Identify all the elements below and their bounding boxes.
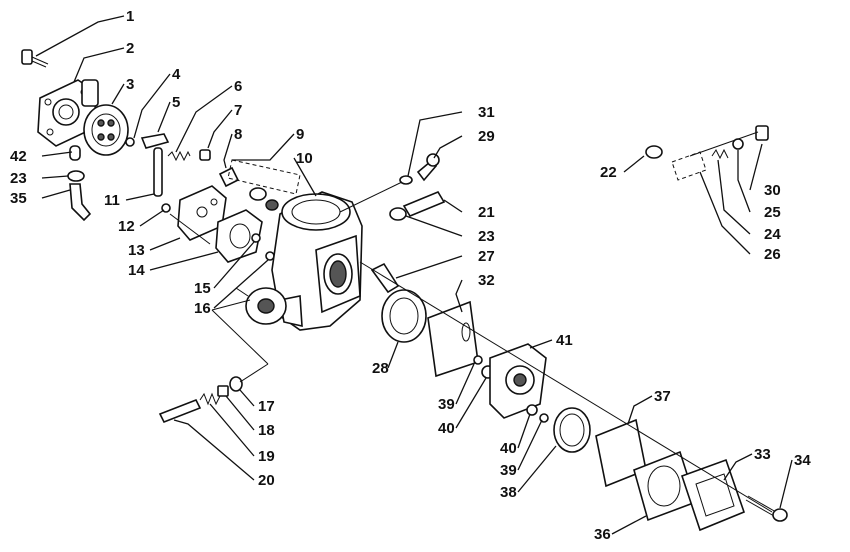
part-screw-30 <box>755 125 769 141</box>
part-pump-cover-2 <box>37 79 99 147</box>
callout-20: 20 <box>258 472 275 489</box>
part-cable-end-20 <box>158 398 202 424</box>
part-spring-19 <box>199 392 221 406</box>
part-jet-29 <box>416 153 440 182</box>
callout-37: 37 <box>654 388 671 405</box>
callout-31: 31 <box>478 104 495 121</box>
part-valve-42 <box>69 145 81 161</box>
callout-8: 8 <box>234 126 242 143</box>
callout-38: 38 <box>500 484 517 501</box>
part-gasket-28 <box>381 289 427 343</box>
part-oring-31 <box>399 175 413 185</box>
part-pump-body-41 <box>489 343 547 419</box>
part-nut-18 <box>217 385 229 397</box>
callout-21: 21 <box>478 204 495 221</box>
callout-27: 27 <box>478 248 495 265</box>
part-fitting-35 <box>69 183 92 222</box>
callout-14: 14 <box>128 262 145 279</box>
callout-25: 25 <box>764 204 781 221</box>
part-group-9 <box>227 159 301 211</box>
callout-13: 13 <box>128 242 145 259</box>
callout-5: 5 <box>172 94 180 111</box>
part-screw-15 <box>251 233 261 243</box>
part-26-plug <box>671 151 707 181</box>
callout-33: 33 <box>754 446 771 463</box>
callout-40-right: 40 <box>500 440 517 457</box>
callout-6: 6 <box>234 78 242 95</box>
callout-23-left: 23 <box>10 170 27 187</box>
part-carburetor-body-10 <box>235 191 363 331</box>
callout-12: 12 <box>118 218 135 235</box>
callout-39-right: 39 <box>500 462 517 479</box>
part-cap-22 <box>645 145 663 159</box>
callout-numbers: 1 2 3 4 5 6 7 8 9 10 11 12 13 14 15 16 1… <box>10 8 811 543</box>
callout-36: 36 <box>594 526 611 543</box>
callout-4: 4 <box>172 66 181 83</box>
part-washer-39-left <box>473 355 483 365</box>
callout-19: 19 <box>258 448 275 465</box>
callout-17: 17 <box>258 398 275 415</box>
callout-41: 41 <box>556 332 573 349</box>
part-screw-27 <box>370 262 400 294</box>
callout-7: 7 <box>234 102 242 119</box>
callout-28: 28 <box>372 360 389 377</box>
part-screw-4 <box>125 137 135 147</box>
parts-artwork <box>21 49 788 532</box>
callout-34: 34 <box>794 452 811 469</box>
callout-42: 42 <box>10 148 27 165</box>
callout-2: 2 <box>126 40 134 57</box>
callout-10: 10 <box>296 150 313 167</box>
callout-3: 3 <box>126 76 134 93</box>
callout-40-left: 40 <box>438 420 455 437</box>
callout-11: 11 <box>104 192 120 209</box>
callout-26: 26 <box>764 246 781 263</box>
part-oring-38 <box>553 407 591 453</box>
part-clamp-23-right <box>389 207 407 221</box>
callout-35: 35 <box>10 190 27 207</box>
callout-39-left: 39 <box>438 396 455 413</box>
assembly-lines <box>169 131 773 513</box>
part-washer-17 <box>229 376 243 392</box>
part-washer-40-right <box>526 404 538 416</box>
callout-24: 24 <box>764 226 781 243</box>
part-cover-33 <box>680 458 746 532</box>
leader-lines <box>35 15 793 535</box>
part-screw-1 <box>21 49 49 68</box>
part-spring-24 <box>711 148 729 160</box>
callout-1: 1 <box>126 8 134 25</box>
part-screw-34 <box>745 495 788 522</box>
callout-22: 22 <box>600 164 617 181</box>
part-needle-11 <box>153 147 163 197</box>
part-spring-6 <box>167 150 191 162</box>
part-diaphragm-3 <box>83 104 129 156</box>
callout-16: 16 <box>194 300 211 317</box>
callout-30: 30 <box>764 182 781 199</box>
callout-18: 18 <box>258 422 275 439</box>
callout-9: 9 <box>296 126 304 143</box>
callout-29: 29 <box>478 128 495 145</box>
part-8 <box>218 166 240 188</box>
callout-15: 15 <box>194 280 211 297</box>
part-fuel-line-21 <box>402 190 446 218</box>
callout-23-right: 23 <box>478 228 495 245</box>
part-7 <box>199 149 211 161</box>
part-clamp-23-left <box>67 170 85 182</box>
part-gasket-32 <box>427 300 479 378</box>
part-gasket-14 <box>215 209 263 263</box>
callout-32: 32 <box>478 272 495 289</box>
part-screw-5 <box>140 133 170 149</box>
